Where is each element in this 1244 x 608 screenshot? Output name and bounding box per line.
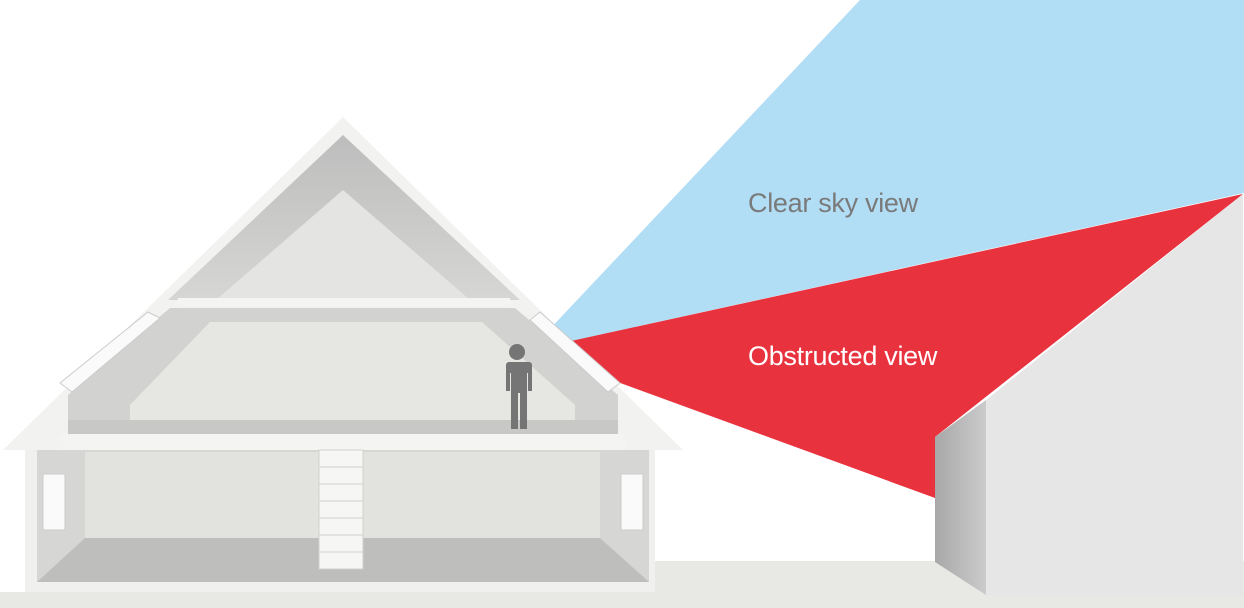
obstructed-view-cone xyxy=(530,194,1243,498)
staircase xyxy=(318,449,364,570)
person-icon xyxy=(505,344,532,429)
house-cross-section xyxy=(3,117,683,592)
obstructed-view-label: Obstructed view xyxy=(748,341,938,371)
ground xyxy=(0,561,1244,608)
clear-sky-view-label: Clear sky view xyxy=(748,188,918,218)
obstructing-building-front xyxy=(986,194,1243,595)
clear-sky-view-cone xyxy=(530,0,1244,350)
obstructing-building-side xyxy=(935,400,986,595)
